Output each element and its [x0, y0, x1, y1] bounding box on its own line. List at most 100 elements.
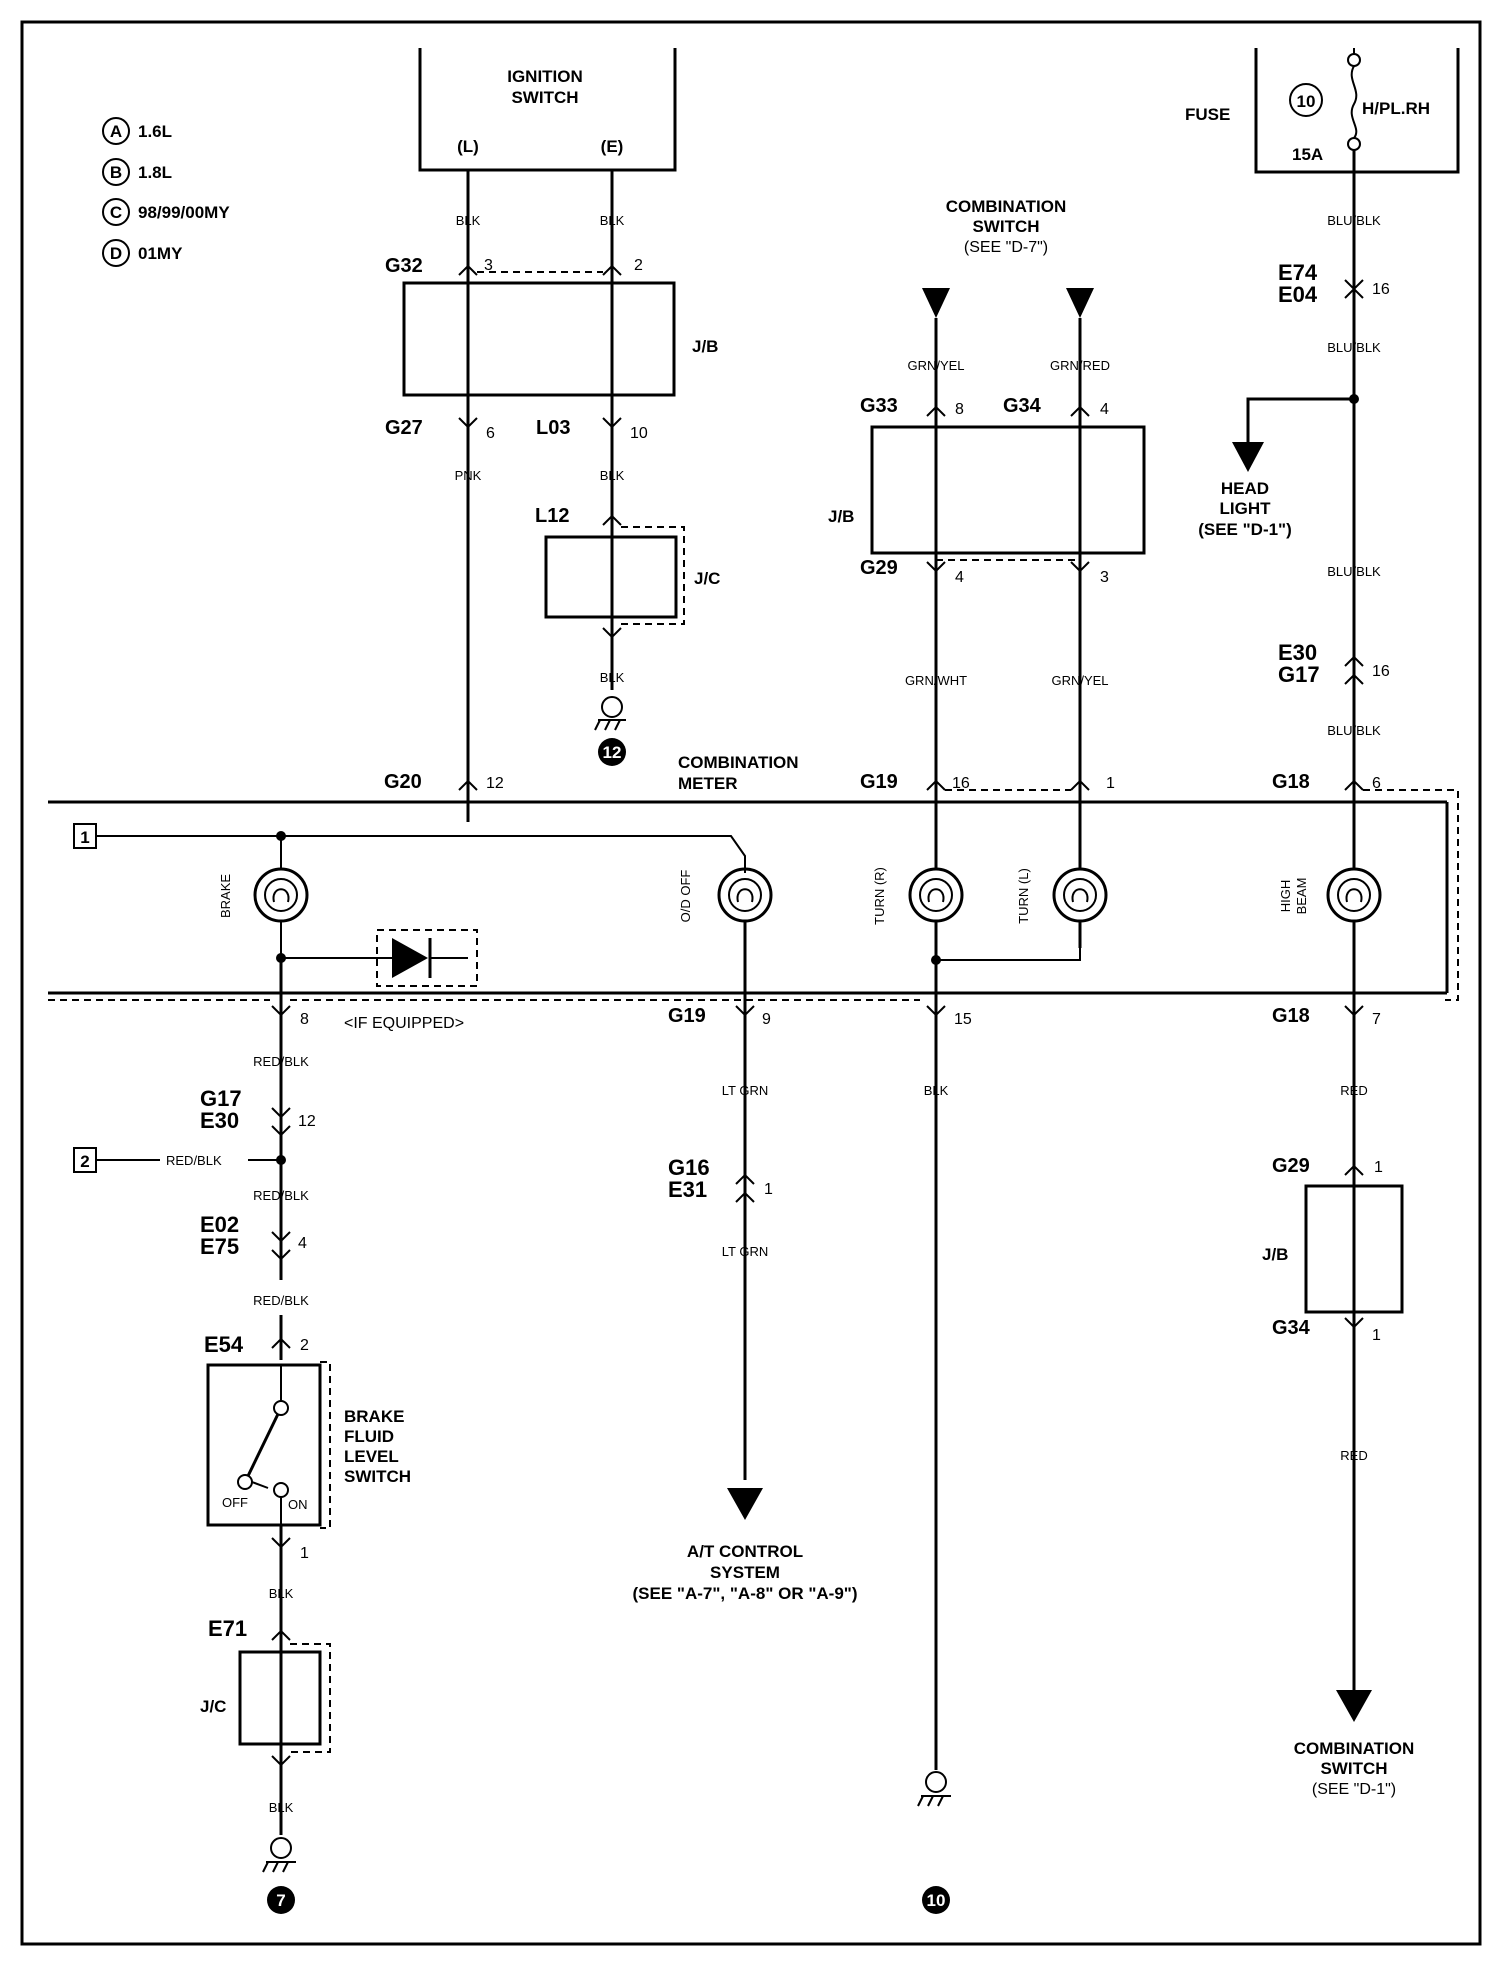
diagram-label: BLK	[600, 468, 625, 483]
jb-label: J/B	[692, 337, 718, 356]
junction-block-upper	[402, 281, 676, 397]
ground-12: 12	[594, 696, 626, 766]
diagram-label: BEAM	[1294, 878, 1309, 915]
junction-block-middle	[870, 425, 1146, 555]
legend-text: 1.8L	[138, 163, 172, 182]
ground-10: 10	[917, 1771, 951, 1914]
wire-ref1	[96, 835, 746, 873]
diagram-label: COMBINATION	[678, 753, 799, 772]
diagram-label: HIGH	[1278, 880, 1293, 913]
diagram-label: G34	[1003, 395, 1042, 417]
diode	[376, 929, 478, 987]
diagram-label: 6	[1372, 775, 1381, 792]
diagram-label: 7	[276, 1891, 285, 1910]
diagram-label: E71	[208, 1616, 247, 1641]
diagram-label: COMBINATION	[1294, 1739, 1415, 1758]
diagram-label: LEVEL	[344, 1447, 399, 1466]
diagram-label: 3	[484, 257, 493, 274]
diagram-label: 4	[1100, 401, 1109, 418]
diagram-label: G29	[860, 557, 898, 579]
diagram-label: E02	[200, 1212, 239, 1237]
diagram-label: G16	[668, 1155, 710, 1180]
legend: A 1.6L B 1.8L C 98/99/00MY D 01MY	[102, 117, 230, 267]
diagram-label: 16	[1372, 281, 1390, 298]
diagram-label: G20	[384, 771, 422, 793]
diagram-label: 1	[1374, 1159, 1383, 1176]
diagram-label: PNK	[455, 468, 482, 483]
ground-7: 7	[262, 1837, 296, 1914]
diagram-label: COMBINATION	[946, 197, 1067, 216]
diagram-label: 1	[300, 1545, 309, 1562]
diagram-label: E54	[204, 1332, 244, 1357]
lamp-od-off: O/D OFF	[678, 867, 773, 1000]
diagram-label: (SEE "D-1")	[1198, 520, 1292, 539]
diagram-label: H/PL.RH	[1362, 99, 1430, 118]
diagram-label: 15	[954, 1011, 972, 1028]
diagram-label: ON	[288, 1497, 308, 1512]
diagram-label: (SEE "D-1")	[1312, 1781, 1396, 1798]
diagram-label: 4	[955, 569, 964, 586]
joint-connector-e71: E71 J/C	[200, 1616, 331, 1767]
diagram-label: HEAD	[1221, 479, 1269, 498]
diagram-label: SWITCH	[511, 88, 578, 107]
diagram-label: BLU/BLK	[1327, 723, 1381, 738]
diagram-label: SWITCH	[1320, 1759, 1387, 1778]
diagram-label: GRN/WHT	[905, 673, 967, 688]
diagram-label: LT GRN	[722, 1244, 768, 1259]
diagram-label: 3	[1100, 569, 1109, 586]
connector-e02-e75: E02 E75 4	[200, 1212, 307, 1261]
diagram-label: G17	[200, 1086, 242, 1111]
legend-text: 1.6L	[138, 122, 172, 141]
brake-fluid-level-switch: E54 2 OFF ON BRAKE FLUID LEVEL SWITCH 1	[204, 1315, 411, 1835]
diagram-label: J/B	[1262, 1245, 1288, 1264]
connector-e74-e04: E74 E04 16	[1278, 260, 1390, 307]
diagram-label: 2	[300, 1337, 309, 1354]
connector-g17-e30: G17 E30 12	[200, 1086, 316, 1137]
legend-text: 01MY	[138, 244, 183, 263]
diagram-label: 15A	[1292, 145, 1323, 164]
diagram-label: GRN/YEL	[907, 358, 964, 373]
legend-key: D	[110, 244, 122, 263]
diagram-label: J/B	[828, 507, 854, 526]
diagram-label: 8	[955, 401, 964, 418]
diagram-label: E31	[668, 1177, 707, 1202]
diagram-label: RED/BLK	[166, 1153, 222, 1168]
legend-key: A	[110, 122, 122, 141]
meter-connectors-bottom: 8 <IF EQUIPPED> G19 9 15 G18 7	[271, 1005, 1381, 1032]
diagram-label: G32	[385, 255, 423, 277]
diagram-label: L12	[535, 505, 569, 527]
diagram-label: J/C	[200, 1697, 226, 1716]
diagram-label: 4	[298, 1235, 307, 1252]
diagram-label: O/D OFF	[678, 870, 693, 923]
diagram-label: 10	[630, 425, 648, 442]
diagram-label: SWITCH	[344, 1467, 411, 1486]
joint-connector-l12: L12 J/C	[535, 505, 720, 639]
diagram-label: E75	[200, 1234, 239, 1259]
diagram-label: FLUID	[344, 1427, 394, 1446]
diagram-label: G27	[385, 417, 423, 439]
ref-box-1: 1	[73, 823, 97, 849]
head-light-branch: HEAD LIGHT (SEE "D-1")	[1198, 394, 1359, 539]
diagram-label: 6	[486, 425, 495, 442]
diagram-label: 8	[300, 1011, 309, 1028]
diagram-label: L03	[536, 417, 570, 439]
diagram-label: 12	[486, 775, 504, 792]
diagram-label: G19	[860, 771, 898, 793]
diagram-label: 1	[80, 828, 89, 847]
at-control-system: A/T CONTROL SYSTEM (SEE "A-7", "A-8" OR …	[633, 1488, 858, 1603]
diagram-label: BLK	[600, 670, 625, 685]
connector-g33-g34: G33 8 G34 4	[860, 395, 1109, 418]
diagram-label: G19	[668, 1005, 706, 1027]
diagram-label: BLK	[924, 1083, 949, 1098]
combination-switch-bottom: COMBINATION SWITCH (SEE "D-1")	[1294, 1690, 1415, 1798]
connector-g34-lower: G34 1	[1272, 1317, 1381, 1344]
legend-key: C	[110, 203, 122, 222]
diagram-label: 1	[764, 1181, 773, 1198]
diagram-label: G34	[1272, 1317, 1311, 1339]
diagram-label: SYSTEM	[710, 1563, 780, 1582]
diagram-label: (E)	[601, 137, 624, 156]
diagram-label: 16	[952, 775, 970, 792]
diagram-label: 7	[1372, 1011, 1381, 1028]
diagram-label: E74	[1278, 260, 1318, 285]
diagram-label: 12	[603, 743, 622, 762]
